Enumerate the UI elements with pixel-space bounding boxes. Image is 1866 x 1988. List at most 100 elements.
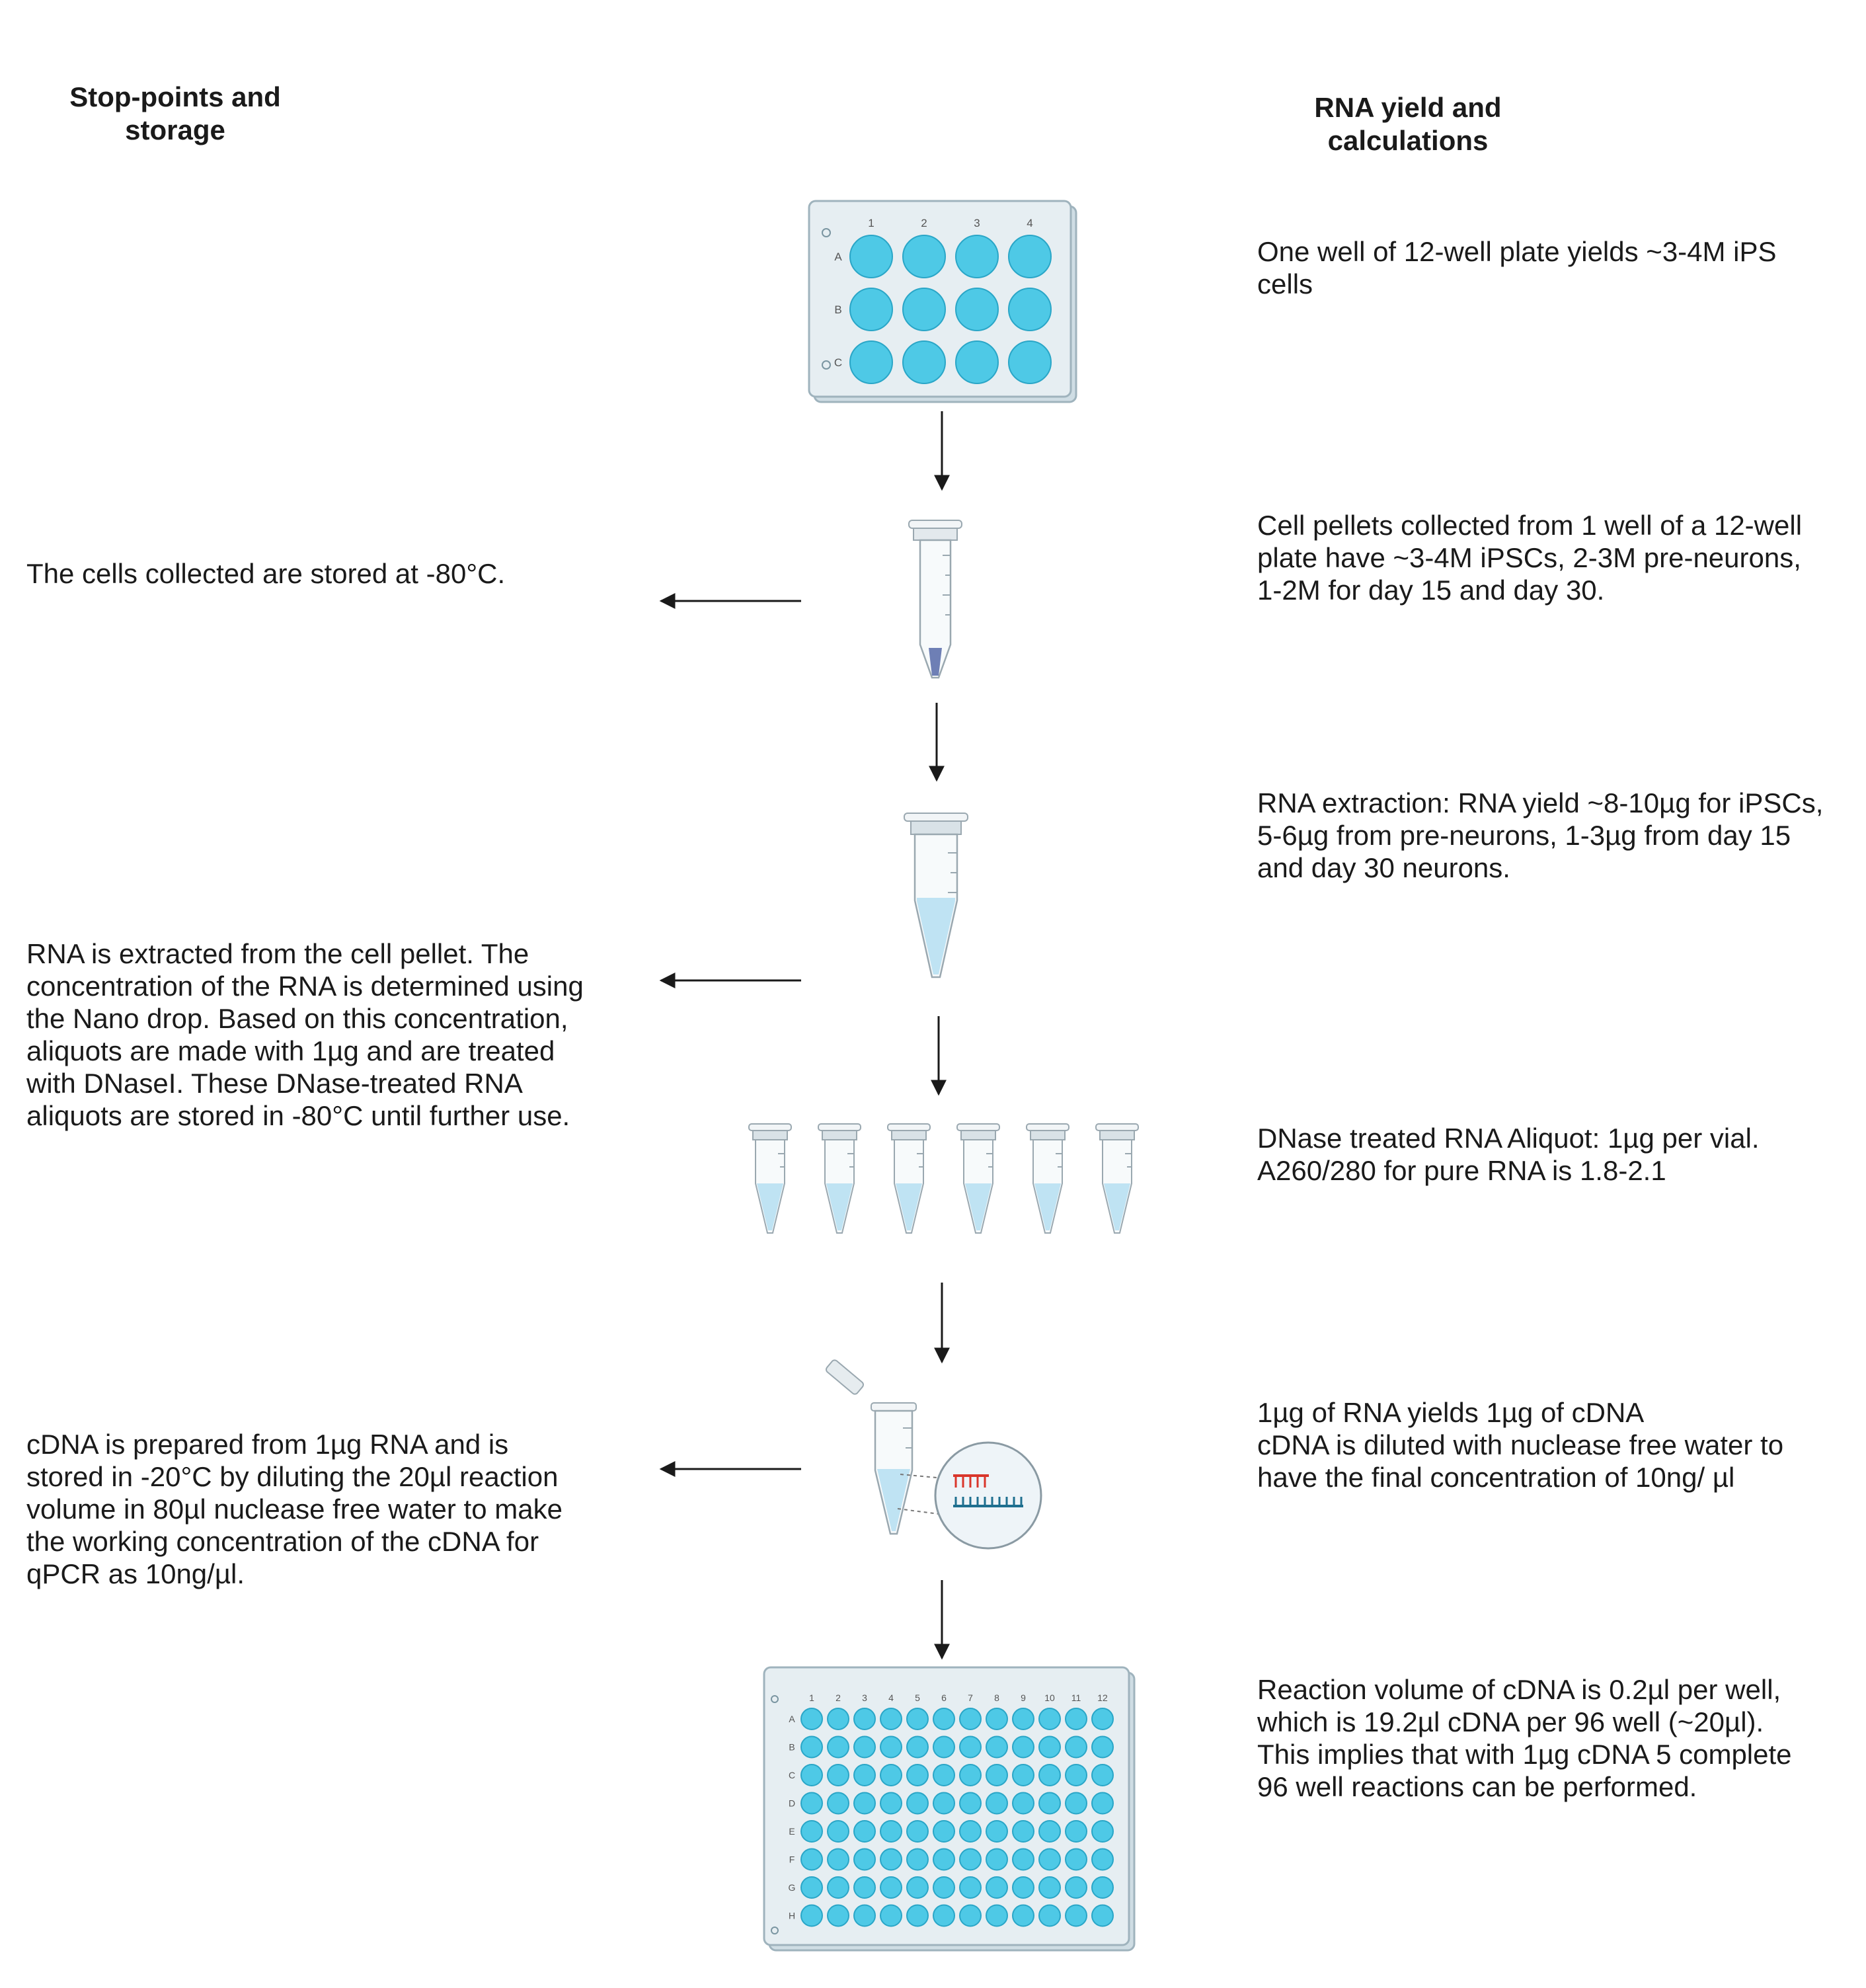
plate-well: [959, 1820, 982, 1843]
plate-column-label: 3: [862, 1692, 867, 1703]
plate-column-label: 1: [868, 217, 874, 229]
plate-well: [933, 1735, 955, 1759]
microtube-pellet-icon: [908, 520, 962, 679]
plate-well: [1065, 1876, 1087, 1899]
plate-well: [849, 288, 893, 331]
plate-well: [986, 1876, 1008, 1899]
plate-well: [906, 1876, 929, 1899]
plate-well: [1038, 1876, 1061, 1899]
plate-well: [1065, 1848, 1087, 1871]
plate-well: [1091, 1764, 1114, 1786]
plate-well: [1091, 1708, 1114, 1730]
plate-well: [959, 1848, 982, 1871]
cdna-tube-magnifier-icon: [825, 1359, 1042, 1550]
plate-well: [906, 1820, 929, 1843]
plate-well: [1038, 1848, 1061, 1871]
plate-well: [849, 340, 893, 384]
plate-well: [959, 1792, 982, 1815]
microtube-rna-icon: [904, 813, 968, 978]
plate-well: [880, 1876, 902, 1899]
plate-well: [1065, 1904, 1087, 1927]
plate-well: [880, 1735, 902, 1759]
plate-well: [1038, 1904, 1061, 1927]
plate-well: [1065, 1764, 1087, 1786]
plate-well: [1091, 1792, 1114, 1815]
plate-well: [853, 1820, 876, 1843]
left-note-storage: The cells collected are stored at -80°C.: [26, 558, 506, 589]
plate-column-label: 8: [994, 1692, 999, 1703]
aliquot-tubes-icon: [748, 1123, 1139, 1234]
plate-well: [959, 1735, 982, 1759]
plate-row-label: B: [789, 1741, 795, 1752]
plate-well: [906, 1735, 929, 1759]
header-rna-yield: RNA yield and calculations: [1314, 92, 1502, 156]
plate-well: [986, 1848, 1008, 1871]
plate-well: [986, 1708, 1008, 1730]
plate-well: [800, 1764, 823, 1786]
plate-well: [933, 1904, 955, 1927]
plate-well: [800, 1708, 823, 1730]
plate-well: [849, 235, 893, 278]
plate-well: [1012, 1904, 1034, 1927]
plate-well: [906, 1904, 929, 1927]
plate-well: [800, 1904, 823, 1927]
plate-row-label: H: [789, 1910, 795, 1921]
left-note-extraction: RNA is extracted from the cell pellet. T…: [26, 938, 584, 1131]
plate-well: [853, 1876, 876, 1899]
plate-well: [853, 1708, 876, 1730]
right-note-reaction-volume: Reaction volume of cDNA is 0.2µl per wel…: [1257, 1674, 1792, 1802]
plate-well: [986, 1735, 1008, 1759]
plate-well: [800, 1792, 823, 1815]
plate-well: [1008, 288, 1052, 331]
plate-well: [880, 1792, 902, 1815]
plate-well: [1091, 1820, 1114, 1843]
plate-row-label: A: [789, 1714, 795, 1724]
plate-column-label: 4: [888, 1692, 894, 1703]
plate-well: [933, 1764, 955, 1786]
plate-well: [800, 1820, 823, 1843]
plate-well: [827, 1876, 849, 1899]
plate-well: [933, 1848, 955, 1871]
plate-well: [1012, 1876, 1034, 1899]
plate-well: [1038, 1708, 1061, 1730]
plate-well: [1012, 1848, 1034, 1871]
plate-row-label: C: [789, 1770, 795, 1780]
plate-well: [1038, 1792, 1061, 1815]
plate-well: [1012, 1708, 1034, 1730]
plate-well: [906, 1708, 929, 1730]
plate-well: [800, 1735, 823, 1759]
plate-well: [906, 1848, 929, 1871]
plate-well: [853, 1792, 876, 1815]
plate-well: [955, 235, 999, 278]
plate-well: [933, 1876, 955, 1899]
plate-column-label: 10: [1044, 1692, 1055, 1703]
aliquot-tube: [818, 1123, 861, 1234]
plate-row-label: B: [834, 303, 841, 316]
plate-column-label: 12: [1097, 1692, 1108, 1703]
plate-well: [1038, 1820, 1061, 1843]
plate-column-label: 6: [941, 1692, 947, 1703]
aliquot-tube: [1026, 1123, 1069, 1234]
plate-well: [827, 1904, 849, 1927]
plate-well: [933, 1792, 955, 1815]
plate-well: [959, 1904, 982, 1927]
right-note-aliquot: DNase treated RNA Aliquot: 1µg per vial.…: [1257, 1123, 1760, 1186]
plate-column-label: 2: [921, 217, 927, 229]
plate-well: [853, 1904, 876, 1927]
plate-well: [800, 1876, 823, 1899]
plate-well: [1008, 235, 1052, 278]
plate-well: [1091, 1735, 1114, 1759]
plate-well: [1065, 1792, 1087, 1815]
plate-well: [959, 1876, 982, 1899]
plate-well: [827, 1792, 849, 1815]
plate-well: [880, 1764, 902, 1786]
plate-row-label: G: [789, 1882, 796, 1893]
left-note-cdna: cDNA is prepared from 1µg RNA and is sto…: [26, 1429, 563, 1589]
plate-column-label: 4: [1027, 217, 1032, 229]
plate-well: [902, 235, 946, 278]
right-note-pellets: Cell pellets collected from 1 well of a …: [1257, 510, 1803, 606]
plate-well: [880, 1820, 902, 1843]
